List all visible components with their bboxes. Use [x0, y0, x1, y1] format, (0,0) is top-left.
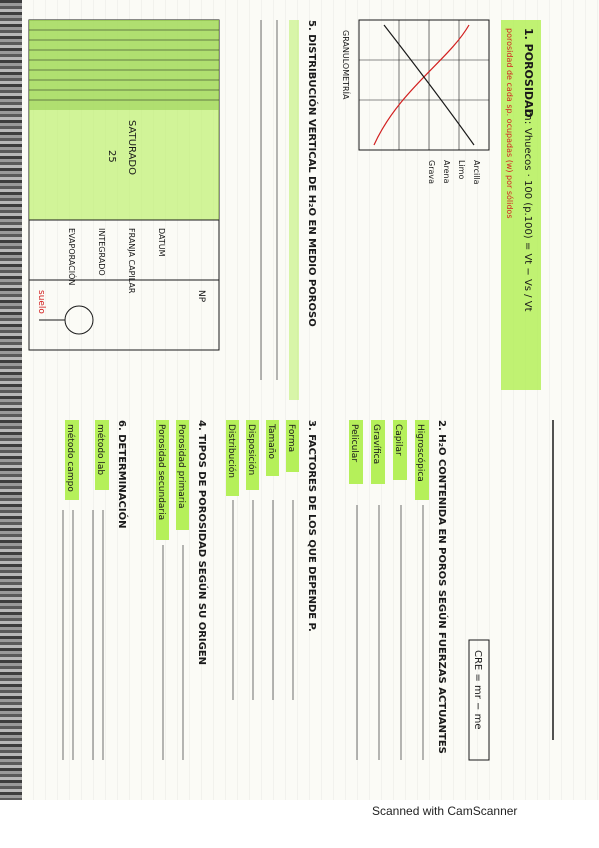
section-1-heading: 1. POROSIDAD: [522, 28, 535, 118]
section-6: 6. DETERMINACIÓN método lab método campo: [62, 420, 129, 760]
label-np: NP: [196, 290, 206, 303]
s3-item-1: Tamaño: [266, 423, 276, 460]
label-suelo: suelo: [36, 290, 46, 314]
cre-box: CRE = mr − me: [468, 639, 490, 761]
s3-item-0: Forma: [286, 424, 296, 452]
formula-m: m:: [522, 110, 535, 124]
chart-legend-1: Limo: [457, 160, 466, 179]
notebook-edge: [0, 0, 26, 800]
label-evaporacion: EVAPORACIÓN: [67, 228, 78, 285]
formula-porosidad: Vhuecos · 100 (p.100) = Vt − Vs / Vt: [522, 128, 533, 312]
s6-item-1: método campo: [65, 424, 76, 492]
section-2: 2. H₂O CONTENIDA EN POROS SEGÚN FUERZAS …: [349, 420, 449, 760]
section-4: 4. TIPOS DE POROSIDAD SEGÚN SU ORIGEN Po…: [156, 420, 209, 760]
label-25: 25: [106, 150, 117, 163]
chart-legend-2: Arena: [442, 160, 451, 184]
label-integrado: INTEGRADO: [97, 228, 106, 276]
section-5: 5. DISTRIBUCIÓN VERTICAL DE H₂O EN MEDIO…: [260, 20, 319, 400]
label-datum: DATUM: [157, 228, 166, 257]
s2-item-1: Capilar: [393, 424, 403, 456]
section-3: 3. FACTORES DE LOS QUE DEPENDE P. Forma …: [226, 420, 317, 700]
label-franja: FRANJA CAPILAR: [127, 228, 136, 294]
section-6-heading: 6. DETERMINACIÓN: [116, 420, 129, 528]
s3-item-2: Disposición: [246, 424, 257, 475]
section-3-heading: 3. FACTORES DE LOS QUE DEPENDE P.: [306, 420, 317, 632]
chart-legend-0: Arcilla: [472, 160, 481, 185]
s6-item-0: método lab: [95, 424, 106, 475]
soil-profile-diagram: SATURADO 25 DATUM FRANJA CAPILAR INTEGRA…: [28, 19, 220, 351]
section-1: 1. POROSIDAD m: Vhuecos · 100 (p.100) = …: [501, 20, 541, 390]
chart-legend-3: Grava: [427, 160, 436, 184]
section-5-heading: 5. DISTRIBUCIÓN VERTICAL DE H₂O EN MEDIO…: [306, 20, 319, 327]
cre-formula: CRE = mr − me: [472, 650, 483, 729]
granulometry-chart: GRANULOMETRÍA Arcilla Limo Arena Grava: [341, 19, 490, 185]
handwritten-notes: 1. POROSIDAD m: Vhuecos · 100 (p.100) = …: [28, 19, 554, 761]
scanner-footer: Scanned with CamScanner: [372, 804, 518, 818]
label-saturado: SATURADO: [126, 120, 137, 175]
s2-item-3: Pelicular: [349, 424, 359, 462]
formula-note: porosidad de cada sp. ocupadas (w) por s…: [505, 28, 515, 219]
section-4-heading: 4. TIPOS DE POROSIDAD SEGÚN SU ORIGEN: [196, 420, 209, 665]
s2-item-0: Higroscópica: [415, 424, 426, 482]
s4-item-0: Porosidad primaria: [176, 424, 186, 509]
chart-label: GRANULOMETRÍA: [341, 30, 352, 100]
s2-item-2: Gravífica: [371, 424, 381, 464]
s3-item-3: Distribución: [226, 424, 237, 478]
s4-item-1: Porosidad secundaria: [156, 424, 166, 520]
section-2-heading: 2. H₂O CONTENIDA EN POROS SEGÚN FUERZAS …: [436, 420, 449, 754]
